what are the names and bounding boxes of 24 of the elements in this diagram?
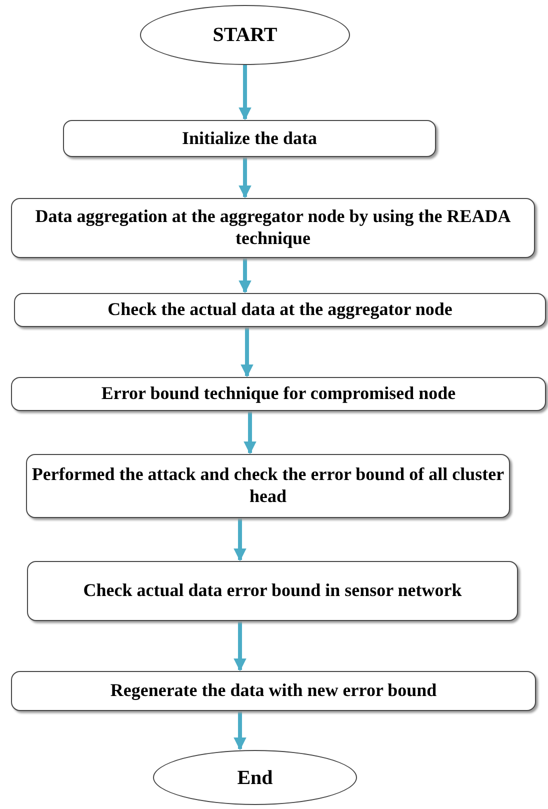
process-box — [26, 454, 510, 518]
arrow — [238, 65, 252, 120]
arrow — [244, 411, 256, 454]
step-text: Check actual data error bound in sensor network — [83, 580, 462, 602]
arrow — [234, 621, 246, 672]
arrow — [234, 518, 246, 562]
arrow — [240, 327, 254, 378]
process-box — [11, 671, 536, 711]
step-text: Data aggregation at the aggregator node by using the READA technique — [34, 206, 512, 250]
arrow — [238, 258, 252, 294]
process-box — [11, 377, 546, 411]
process-box — [11, 198, 535, 258]
arrow — [234, 711, 246, 750]
process-box — [14, 293, 546, 327]
step-text: Check the actual data at the aggregator node — [108, 299, 452, 321]
step-text: START — [212, 23, 278, 47]
process-box — [27, 561, 518, 621]
step-text: Regenerate the data with new error bound — [110, 680, 437, 702]
step-text: Initialize the data — [182, 128, 317, 150]
arrow — [238, 157, 252, 198]
step-text: End — [237, 766, 273, 790]
process-box — [63, 120, 436, 157]
step-text: Performed the attack and check the error bound of all cluster head — [30, 464, 506, 508]
step-text: Error bound technique for compromised node — [101, 383, 456, 405]
